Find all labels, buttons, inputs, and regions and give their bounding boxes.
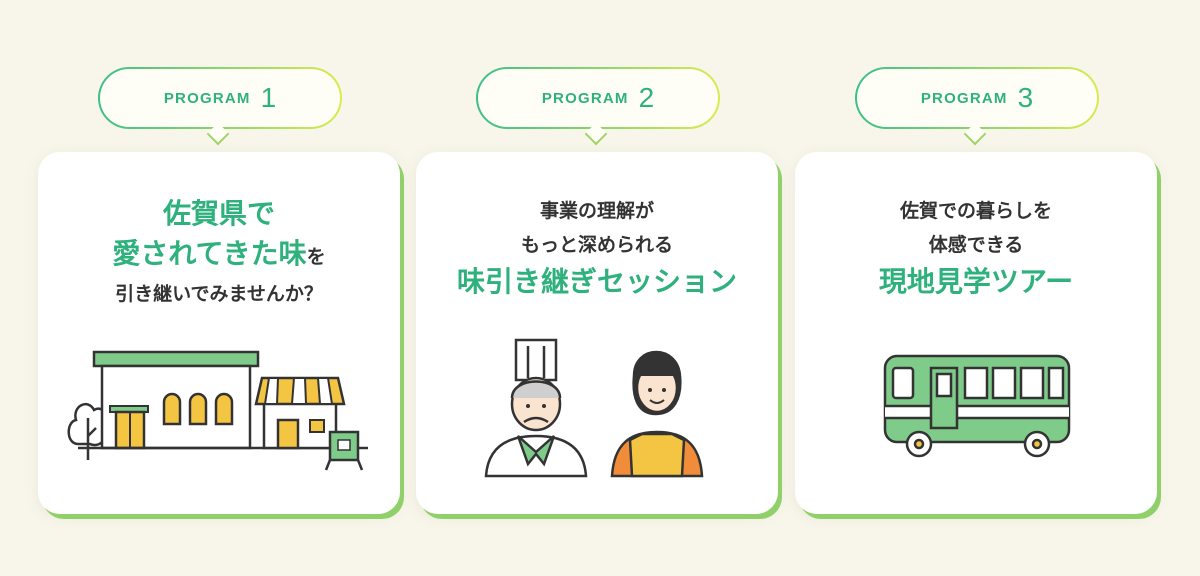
- program-2-line2: もっと深められる: [520, 234, 673, 256]
- program-2-line1: 事業の理解が: [539, 200, 654, 222]
- program-1-text: 佐賀県で 愛されてきた味を 引き継いでみませんか？: [38, 194, 400, 311]
- chef-and-staff-icon: [484, 338, 704, 478]
- program-3-line3: 現地見学ツアー: [878, 265, 1074, 298]
- program-3-line2: 体感できる: [928, 234, 1024, 256]
- program-2-line3: 味引き継ぎセッション: [456, 265, 737, 298]
- bus-icon: [883, 354, 1071, 458]
- program-1-line2: 愛されてきた味を: [38, 234, 400, 277]
- program-2-text: 事業の理解が もっと深められる 味引き継ぎセッション: [416, 194, 778, 302]
- program-3-label: PROGRAM: [920, 89, 1008, 107]
- program-3-number: 3: [1017, 82, 1034, 113]
- program-1-card: 佐賀県で 愛されてきた味を 引き継いでみませんか？: [38, 152, 400, 514]
- program-2-card: 事業の理解が もっと深められる 味引き継ぎセッション: [416, 152, 778, 514]
- program-3-text: 佐賀での暮らしを 体感できる 現地見学ツアー: [795, 194, 1157, 302]
- storefront-icon: [67, 350, 368, 471]
- program-3-card: 佐賀での暮らしを 体感できる 現地見学ツアー: [795, 152, 1157, 514]
- program-3-line1: 佐賀での暮らしを: [899, 200, 1052, 222]
- program-2: PROGRAM 2 事業の理解が もっと深められる 味引き継ぎセッション: [416, 0, 786, 576]
- program-2-number: 2: [638, 82, 655, 113]
- program-1-line3: 引き継いでみませんか？: [115, 283, 323, 305]
- program-1-line2-rest: を: [306, 246, 326, 268]
- program-1: PROGRAM 1 佐賀県で 愛されてきた味を 引き継いでみませんか？: [38, 0, 408, 576]
- program-1-line2-accent: 愛されてきた味: [112, 237, 307, 270]
- program-1-badge: PROGRAM 1: [98, 67, 342, 129]
- program-2-label: PROGRAM: [541, 89, 629, 107]
- program-1-label: PROGRAM: [163, 89, 251, 107]
- program-3: PROGRAM 3 佐賀での暮らしを 体感できる 現地見学ツアー: [795, 0, 1165, 576]
- program-2-badge: PROGRAM 2: [476, 67, 720, 129]
- program-1-number: 1: [260, 82, 277, 113]
- program-3-badge: PROGRAM 3: [855, 67, 1099, 129]
- program-1-line1: 佐賀県で: [162, 197, 275, 230]
